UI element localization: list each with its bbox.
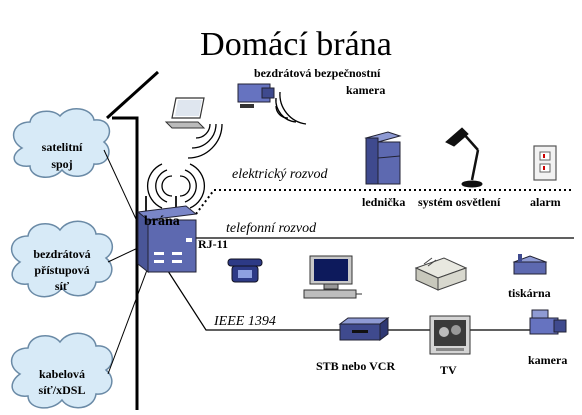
rj11-label: RJ-11 — [198, 237, 228, 251]
phone-network-label: telefonní rozvod — [226, 221, 317, 236]
fridge-label: lednička — [362, 195, 405, 209]
stb-vcr-icon — [338, 317, 390, 341]
telephone-icon — [227, 258, 263, 283]
stb-vcr-label: STB nebo VCR — [316, 359, 395, 373]
tv-icon — [429, 315, 471, 355]
power-line: elektrický rozvod — [195, 167, 574, 215]
cloud-satellite-line2: spoj — [51, 157, 72, 171]
cloud-cable: kabelová síť/xDSL — [10, 332, 114, 409]
gateway-wireless-signal-icon — [146, 163, 206, 209]
lighting-label: systém osvětlení — [418, 195, 501, 209]
camera-signal-icon — [275, 91, 307, 125]
phone-line: telefonní rozvod — [196, 221, 574, 239]
firewire-network-label: IEEE 1394 — [213, 314, 276, 329]
laptop-signal-icon — [187, 123, 223, 159]
wireless-camera-label-line1: bezdrátová bezpečnostní — [254, 66, 381, 80]
house-outline — [105, 70, 160, 410]
wireless-camera-icon — [237, 83, 275, 108]
wireless-camera-label-line2: kamera — [346, 83, 385, 97]
fax-icon — [414, 257, 468, 291]
cloud-satellite: satelitní spoj — [12, 108, 111, 178]
printer-icon — [512, 254, 548, 275]
lamp-icon — [445, 127, 483, 188]
camera-label: kamera — [528, 353, 567, 367]
gateway-device: brána RJ-11 — [136, 196, 228, 274]
printer-label: tiskárna — [508, 286, 551, 300]
fridge-icon — [364, 131, 402, 185]
cloud-cable-line1: kabelová — [39, 367, 85, 381]
computer-icon — [303, 255, 362, 299]
cloud-satellite-line1: satelitní — [42, 140, 83, 154]
cloud-cable-line2: síť/xDSL — [39, 383, 86, 397]
power-network-label: elektrický rozvod — [232, 167, 328, 182]
cloud-wireless-line3: síť — [55, 279, 70, 293]
alarm-icon — [533, 145, 557, 181]
alarm-label: alarm — [530, 195, 561, 209]
diagram-title: Domácí brána — [200, 26, 392, 63]
camcorder-icon — [529, 309, 567, 335]
tv-label: TV — [440, 363, 457, 377]
laptop-icon — [164, 97, 206, 129]
cloud-wireless-line1: bezdrátová — [33, 247, 90, 261]
cloud-wireless-access: bezdrátová přístupová síť — [10, 220, 114, 298]
cloud-links — [103, 149, 151, 375]
cloud-wireless-line2: přístupová — [34, 263, 89, 277]
gateway-label: brána — [144, 214, 180, 229]
